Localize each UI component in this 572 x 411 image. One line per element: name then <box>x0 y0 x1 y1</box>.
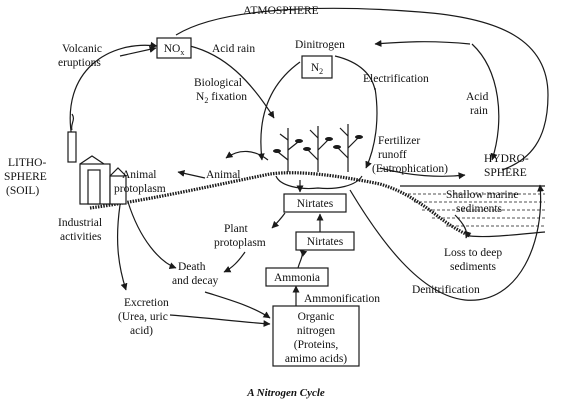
excretion-label-1: Excretion <box>124 297 169 309</box>
arrow-atmosphere-loop <box>175 7 549 171</box>
death-label-2: and decay <box>172 275 219 287</box>
nirtates-mid-label: Nirtates <box>307 236 344 248</box>
excretion-label-3: acid) <box>130 325 153 337</box>
lithosphere-label-2: SPHERE <box>4 171 47 183</box>
arrow-dome-top <box>334 55 376 91</box>
plant-protoplasm-label-1: Plant <box>224 223 248 235</box>
organic-label-1: Organic <box>298 311 335 323</box>
fertilizer-label-3: (Eutrophication) <box>372 163 448 175</box>
arrow-animal-to-excretion <box>116 204 128 291</box>
shallow-marine-label-1: Shallow marine <box>446 189 519 201</box>
acid-rain-top-label: Acid rain <box>212 43 255 55</box>
nox-label: NOx <box>164 43 185 57</box>
organic-nitrogen-box <box>272 305 360 367</box>
arrow-animal-to-death <box>127 201 177 269</box>
plants-icon <box>273 124 363 190</box>
arrow-biological-fixation <box>257 61 301 161</box>
plant-protoplasm-label-2: protoplasm <box>214 237 266 249</box>
n2-box <box>301 55 333 79</box>
fertilizer-label-2: runoff <box>378 149 407 161</box>
arrow-plant-to-death <box>223 251 246 273</box>
arrow-volcanic-to-nox <box>119 45 157 57</box>
loss-deep-label-2: sediments <box>450 261 497 273</box>
nirtates-mid-box <box>295 231 355 251</box>
acid-rain-right-label-1: Acid <box>466 91 489 103</box>
arrow-animal-to-protoplasm <box>177 169 206 179</box>
excretion-label-2: (Urea, uric <box>118 311 168 323</box>
arrow-excretion-to-organic <box>169 314 271 328</box>
arrow-industrial-to-nox <box>69 41 158 139</box>
industrial-label-1: Industrial <box>58 217 102 229</box>
ground-line <box>89 171 471 238</box>
animal-label: Animal <box>206 169 241 181</box>
organic-label-3: (Proteins, <box>294 339 339 351</box>
arrow-electrification <box>365 87 378 169</box>
arrow-acid-rain-right <box>471 43 500 161</box>
arrow-right-to-dinitrogen <box>374 39 471 47</box>
ammonia-label: Ammonia <box>274 272 320 284</box>
nirtates-top-label: Nirtates <box>297 198 334 210</box>
arrow-loss-deep <box>454 214 472 239</box>
organic-label-4: amimo acids) <box>285 353 347 365</box>
ammonification-label: Ammonification <box>304 293 380 305</box>
arrow-nirtates-to-plant <box>271 212 286 229</box>
arrow-denitrification <box>349 184 545 301</box>
seabed-line <box>469 231 546 238</box>
n2-label: N2 <box>311 62 323 76</box>
eruptions-label: eruptions <box>58 57 101 69</box>
biological-label: Biological <box>194 77 242 89</box>
ammonia-box <box>265 267 329 287</box>
hydrosphere-label-1: HYDRO- <box>484 153 529 165</box>
lithosphere-label-1: LITHO- <box>8 157 46 169</box>
death-label-1: Death <box>178 261 206 273</box>
volcanic-label: Volcanic <box>62 43 102 55</box>
electrification-label: Electrification <box>363 73 429 85</box>
fixation-label: N2 fixation <box>196 91 247 105</box>
animal-protoplasm-label-1: Animal <box>122 169 157 181</box>
arrow-ammonia-to-nirtates <box>297 249 308 269</box>
fertilizer-label-1: Fertilizer <box>378 135 420 147</box>
figure-caption: A Nitrogen Cycle <box>246 387 325 399</box>
arrow-fertilizer-runoff <box>379 167 466 180</box>
nirtates-top-box <box>283 193 347 213</box>
nox-box <box>156 37 192 59</box>
factory-icon <box>67 113 127 205</box>
arrow-death-to-organic <box>204 291 271 319</box>
loss-deep-label-1: Loss to deep <box>444 247 502 259</box>
hydrosphere-label-2: SPHERE <box>484 167 527 179</box>
animal-protoplasm-label-2: protoplasm <box>114 183 166 195</box>
denitrification-label: Denitrification <box>412 284 480 296</box>
industrial-label-2: activities <box>60 231 102 243</box>
organic-label-2: nitrogen <box>297 325 336 337</box>
acid-rain-right-label-2: rain <box>470 105 488 117</box>
shallow-marine-label-2: sediments <box>456 203 503 215</box>
atmosphere-title: ATMOSPHERE <box>243 5 318 17</box>
lithosphere-label-3: (SOIL) <box>6 185 39 197</box>
arrow-plant-to-animal <box>225 150 269 161</box>
dinitrogen-label: Dinitrogen <box>295 39 345 51</box>
